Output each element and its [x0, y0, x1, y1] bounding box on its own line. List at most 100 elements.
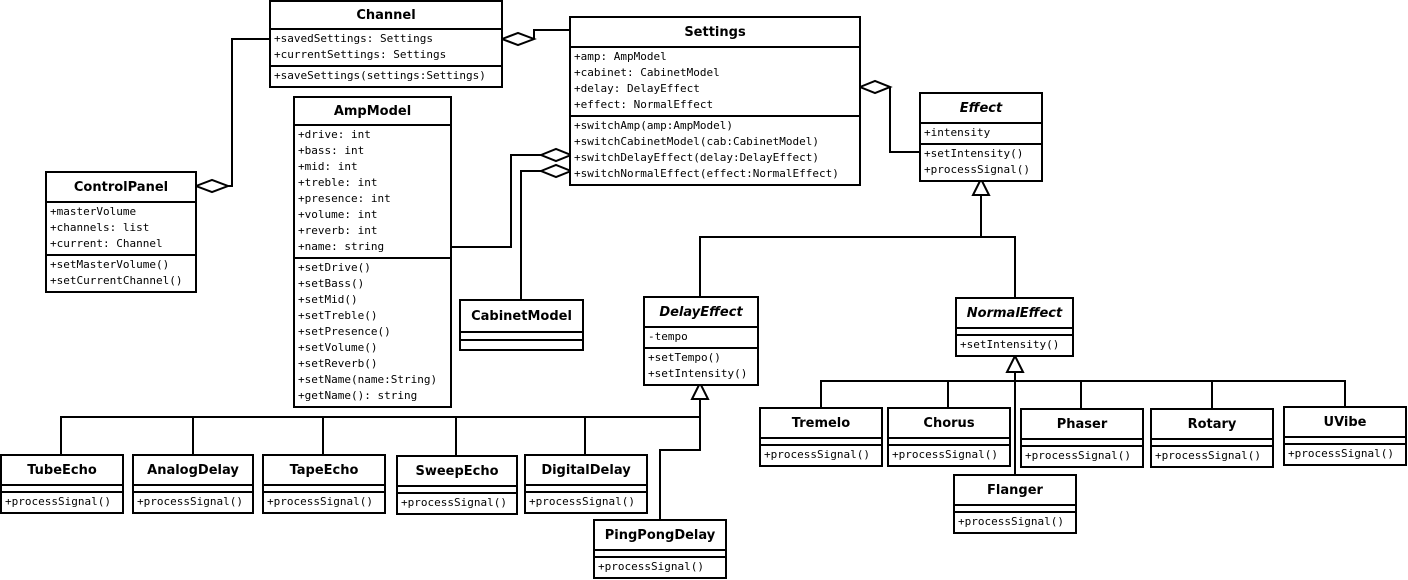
class-name: Channel — [271, 2, 501, 30]
operation: +getName(): string — [298, 389, 418, 402]
operation: +processSignal() — [1288, 447, 1394, 460]
attribute-compartment — [889, 439, 1009, 446]
class-name: CabinetModel — [461, 301, 582, 333]
class-phaser[interactable]: Phaser +processSignal() — [1020, 408, 1144, 468]
operation-compartment: +processSignal() — [761, 446, 881, 465]
class-name: Chorus — [889, 409, 1009, 439]
operation-compartment: +switchAmp(amp:AmpModel)+switchCabinetMo… — [571, 117, 859, 184]
attribute-compartment: -tempo — [645, 328, 757, 349]
class-sweepecho[interactable]: SweepEcho+processSignal() — [396, 455, 518, 515]
class-cabinetmodel[interactable]: CabinetModel — [459, 299, 584, 351]
class-channel[interactable]: Channel+savedSettings: Settings+currentS… — [269, 0, 503, 88]
class-normaleffect[interactable]: NormalEffect +setIntensity() — [955, 297, 1074, 357]
operation: +setBass() — [298, 277, 365, 290]
operation-compartment: +processSignal() — [1022, 447, 1142, 466]
class-flanger[interactable]: Flanger+processSignal() — [953, 474, 1077, 534]
operation-compartment: +processSignal() — [955, 513, 1075, 532]
class-tapeecho[interactable]: TapeEcho +processSignal() — [262, 454, 386, 514]
operation-compartment — [461, 341, 582, 349]
class-uvibe[interactable]: UVibe +processSignal() — [1283, 406, 1407, 466]
operation: +switchNormalEffect(effect:NormalEffect) — [574, 167, 839, 180]
class-name: AnalogDelay — [134, 456, 252, 486]
attribute-compartment — [955, 506, 1075, 513]
attribute: +masterVolume — [50, 205, 137, 218]
class-name: TubeEcho — [2, 456, 122, 486]
operation-compartment: +processSignal() — [264, 493, 384, 512]
class-ampmodel[interactable]: AmpModel+drive: int+bass: int+mid: int+t… — [293, 96, 452, 408]
operation-compartment: +setTempo()+setIntensity() — [645, 349, 757, 384]
operation-compartment: +processSignal() — [1285, 445, 1405, 464]
edge-gen-normal-effect — [981, 236, 1016, 298]
operation: +setVolume() — [298, 341, 378, 354]
attribute: +channels: list — [50, 221, 150, 234]
operation-compartment: +saveSettings(settings:Settings) — [271, 67, 501, 86]
class-pingpongdelay[interactable]: PingPongDelay+processSignal() — [593, 519, 727, 579]
class-delayeffect[interactable]: DelayEffect-tempo+setTempo()+setIntensit… — [643, 296, 759, 386]
attribute: +effect: NormalEffect — [574, 98, 714, 111]
aggregation-diamond-channel — [499, 31, 537, 47]
class-analogdelay[interactable]: AnalogDelay +processSignal() — [132, 454, 254, 514]
attribute-compartment — [2, 486, 122, 493]
aggregation-diamond-controlpanel — [193, 178, 231, 194]
edge-channel-settings — [533, 29, 570, 39]
class-name: Tremelo — [761, 409, 881, 439]
operation: +setCurrentChannel() — [50, 274, 183, 287]
operation: +processSignal() — [267, 495, 373, 508]
operation-compartment: +setMasterVolume()+setCurrentChannel() — [47, 256, 195, 291]
operation: +processSignal() — [529, 495, 635, 508]
attribute-compartment — [526, 486, 646, 493]
operation: +setIntensity() — [648, 367, 748, 380]
attribute: +savedSettings: Settings — [274, 32, 433, 45]
class-rotary[interactable]: Rotary+processSignal() — [1150, 408, 1274, 468]
attribute-compartment — [1285, 438, 1405, 445]
inheritance-triangle-effect — [971, 176, 991, 196]
attribute-compartment — [761, 439, 881, 446]
operation-compartment: +processSignal() — [526, 493, 646, 512]
class-name: DigitalDelay — [526, 456, 646, 486]
class-effect[interactable]: Effect +intensity +setIntensity()+processS… — [919, 92, 1043, 182]
edge-settings-ampmodel — [451, 154, 541, 248]
class-settings[interactable]: Settings+amp: AmpModel+cabinet: CabinetM… — [569, 16, 861, 186]
attribute-compartment — [1022, 440, 1142, 447]
operation: +setIntensity() — [960, 338, 1060, 351]
class-name: AmpModel — [295, 98, 450, 126]
class-name: Effect — [921, 94, 1041, 124]
attribute-compartment — [134, 486, 252, 493]
class-name: NormalEffect — [957, 299, 1072, 329]
attribute-compartment: +savedSettings: Settings+currentSettings… — [271, 30, 501, 67]
operation-compartment: +setIntensity()+processSignal() — [921, 145, 1041, 180]
class-name: SweepEcho — [398, 457, 516, 487]
class-name: TapeEcho — [264, 456, 384, 486]
class-name: PingPongDelay — [595, 521, 725, 551]
attribute: +intensity — [924, 126, 991, 139]
edge-settings-cabinet — [520, 170, 541, 300]
aggregation-diamond-settings-effect — [857, 79, 893, 95]
attribute: +cabinet: CabinetModel — [574, 66, 720, 79]
attribute: +current: Channel — [50, 237, 163, 250]
operation: +setReverb() — [298, 357, 378, 370]
class-name: Phaser — [1022, 410, 1142, 440]
class-tubeecho[interactable]: TubeEcho +processSignal() — [0, 454, 124, 514]
class-tremelo[interactable]: Tremelo +processSignal() — [759, 407, 883, 467]
operation: +switchDelayEffect(delay:DelayEffect) — [574, 151, 820, 164]
operation-compartment: +processSignal() — [2, 493, 122, 512]
operation: +setMid() — [298, 293, 358, 306]
operation-compartment: +processSignal() — [1152, 447, 1272, 466]
attribute: +name: string — [298, 240, 385, 253]
class-name: Settings — [571, 18, 859, 48]
class-chorus[interactable]: Chorus+processSignal() — [887, 407, 1011, 467]
class-name: UVibe — [1285, 408, 1405, 438]
operation: +setIntensity() — [924, 147, 1024, 160]
operation-compartment: +processSignal() — [134, 493, 252, 512]
attribute: +reverb: int — [298, 224, 378, 237]
operation: +processSignal() — [764, 448, 870, 461]
inheritance-triangle-delayeffect — [690, 380, 710, 400]
class-digitaldelay[interactable]: DigitalDelay +processSignal() — [524, 454, 648, 514]
attribute-compartment — [1152, 440, 1272, 447]
class-controlpanel[interactable]: ControlPanel+masterVolume+channels: list… — [45, 171, 197, 293]
operation: +processSignal() — [958, 515, 1064, 528]
attribute-compartment — [264, 486, 384, 493]
operation: +saveSettings(settings:Settings) — [274, 69, 486, 82]
attribute-compartment — [595, 551, 725, 558]
